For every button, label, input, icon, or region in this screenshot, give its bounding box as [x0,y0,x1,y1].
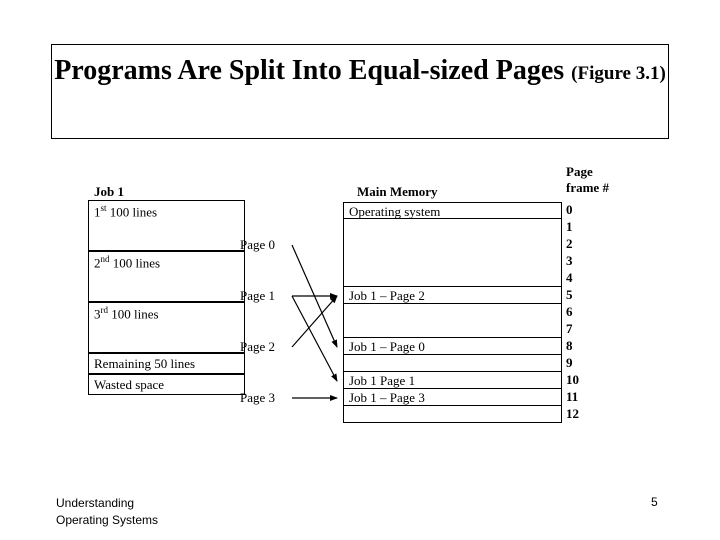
job-block-3-label: 3rd 100 lines [94,305,159,322]
memory-row-11-label: Job 1 – Page 3 [349,390,425,405]
memory-row-2 [343,236,562,253]
title-figure-ref: (Figure 3.1) [571,63,666,84]
frame-number-5: 5 [566,287,573,302]
memory-row-9 [343,355,562,372]
memory-row-12 [343,406,562,423]
footer-line-2: Operating Systems [56,513,159,527]
memory-row-0-label: Operating system [349,204,441,219]
frame-number-8: 8 [566,338,573,353]
job-block-4: Remaining 50 lines [88,353,245,374]
memory-row-10-label: Job 1 Page 1 [349,373,416,388]
footer-line-1: Understanding [56,496,135,510]
frame-number-1: 1 [566,219,573,234]
job-block-1: 1st 100 lines [88,200,245,251]
frame-number-3: 3 [566,253,573,268]
frame-number-0: 0 [566,202,573,217]
page-label-0: Page 0 [240,237,276,252]
footer-text: Understanding Operating Systems [56,495,158,529]
frame-number-9: 9 [566,355,573,370]
frame-number-11: 11 [566,389,579,404]
title-box: Programs Are Split Into Equal-sized Page… [51,44,669,139]
job-block-5: Wasted space [88,374,245,395]
frame-number-6: 6 [566,304,573,319]
memory-row-8-label: Job 1 – Page 0 [349,339,425,354]
memory-row-0: Operating system [343,202,562,219]
frame-number-10: 10 [566,372,579,387]
memory-column-header: Main Memory [357,184,438,199]
frame-number-12: 12 [566,406,579,421]
title-main-text: Programs Are Split Into Equal-sized Page… [54,55,565,86]
frame-number-4: 4 [566,270,573,285]
frame-header-line1: Page [566,164,593,179]
memory-row-6 [343,304,562,321]
memory-row-11: Job 1 – Page 3 [343,389,562,406]
job-block-4-label: Remaining 50 lines [94,356,196,371]
frame-number-2: 2 [566,236,573,251]
frame-header-line2: frame # [566,180,609,195]
memory-row-4 [343,270,562,287]
mapping-arrows [291,244,338,401]
job-block-2-label: 2nd 100 lines [94,254,161,271]
memory-row-10: Job 1 Page 1 [343,372,562,389]
memory-row-7 [343,321,562,338]
page-label-2: Page 2 [240,339,276,354]
page-title: Programs Are Split Into Equal-sized Page… [52,54,668,91]
job-block-1-label: 1st 100 lines [94,203,158,220]
memory-row-3 [343,253,562,270]
job-block-3: 3rd 100 lines [88,302,245,353]
figure-paging-diagram: Job 1 1st 100 lines 2nd 100 lines 3rd 10… [0,155,720,445]
memory-row-5-label: Job 1 – Page 2 [349,288,425,303]
job-block-5-label: Wasted space [94,377,165,392]
job-block-2: 2nd 100 lines [88,251,245,302]
page-label-1: Page 1 [240,288,276,303]
page-label-3: Page 3 [240,390,276,405]
memory-row-8: Job 1 – Page 0 [343,338,562,355]
slide-page-number: 5 [651,495,658,509]
memory-row-1 [343,219,562,236]
memory-row-5: Job 1 – Page 2 [343,287,562,304]
job-column-header: Job 1 [94,184,124,199]
frame-number-7: 7 [566,321,573,336]
